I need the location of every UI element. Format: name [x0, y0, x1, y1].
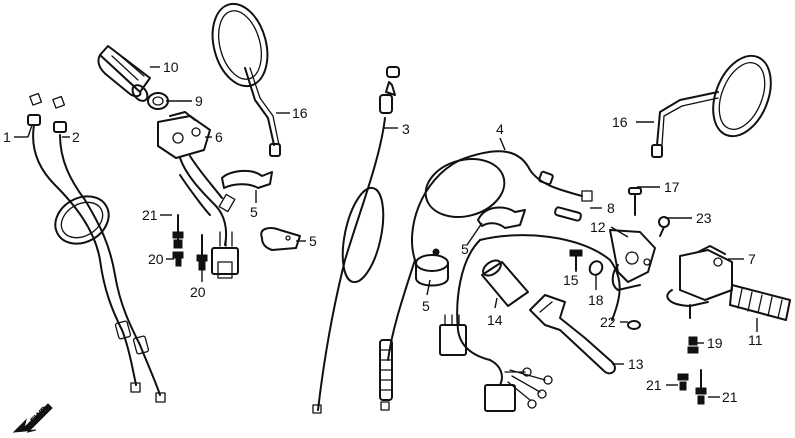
- wire-harness: [439, 234, 621, 412]
- callout-10: 10: [163, 59, 179, 75]
- right-mirror: [651, 54, 772, 158]
- callout-16a: 16: [292, 105, 308, 121]
- left-switch-housing: [157, 111, 239, 279]
- lever-bracket: [609, 229, 656, 291]
- nut-22: [627, 320, 641, 330]
- throttle-cable-1: [27, 92, 141, 393]
- handlebar-clamp-lower: [260, 227, 301, 251]
- pivot-nut: [588, 260, 604, 276]
- callout-5b: 5: [309, 233, 317, 249]
- callout-13: 13: [628, 356, 644, 372]
- throttle-grip: [97, 45, 151, 102]
- callout-2: 2: [72, 129, 80, 145]
- callout-23: 23: [696, 210, 712, 226]
- callout-21a: 21: [142, 207, 158, 223]
- handlebar-clamp-center: [477, 206, 526, 229]
- screw-17: [628, 187, 642, 216]
- callout-5d: 5: [422, 298, 430, 314]
- screw-23: [658, 216, 670, 237]
- right-bolts: [677, 336, 707, 405]
- callout-5c: 5: [461, 241, 469, 257]
- cable-3: [312, 66, 400, 414]
- callout-21c: 21: [722, 389, 738, 405]
- callout-20a: 20: [148, 251, 164, 267]
- callout-21b: 21: [646, 377, 662, 393]
- callout-8: 8: [607, 200, 615, 216]
- right-grip: [689, 284, 791, 321]
- handlebar-clamp-upper: [221, 170, 273, 189]
- grip-connector: [481, 259, 529, 307]
- callout-15: 15: [563, 272, 579, 288]
- cable-adjuster: [554, 206, 582, 222]
- callout-22: 22: [600, 314, 616, 330]
- callout-7: 7: [748, 251, 756, 267]
- callout-11: 11: [748, 332, 763, 348]
- callout-20b: 20: [190, 284, 206, 300]
- callout-12: 12: [590, 219, 606, 235]
- callout-4: 4: [496, 121, 504, 137]
- handlebar-clamp-round: [415, 248, 449, 287]
- cable-4: [379, 150, 593, 411]
- callout-9: 9: [195, 93, 203, 109]
- brake-lever: [529, 294, 616, 375]
- fwd-indicator: FWD: [12, 403, 53, 433]
- throttle-cable-2: [52, 95, 166, 403]
- callout-6: 6: [215, 129, 223, 145]
- pivot-bolt: [569, 249, 583, 271]
- left-mirror: [211, 2, 281, 157]
- grip-collar: [147, 92, 169, 110]
- callout-18: 18: [588, 292, 604, 308]
- leader-lines: [14, 66, 758, 398]
- callout-19: 19: [707, 335, 723, 351]
- right-switch-housing: [666, 245, 733, 307]
- callout-17: 17: [664, 179, 680, 195]
- callout-5a: 5: [250, 204, 258, 220]
- callout-labels: 1 2 3 4 5 5 5 5 6 7 8 9 10 11 12 13 14 1…: [3, 59, 763, 405]
- left-bolts: [172, 214, 208, 271]
- callout-1: 1: [3, 129, 11, 145]
- callout-16b: 16: [612, 114, 628, 130]
- callout-3: 3: [402, 121, 410, 137]
- callout-14: 14: [487, 312, 503, 328]
